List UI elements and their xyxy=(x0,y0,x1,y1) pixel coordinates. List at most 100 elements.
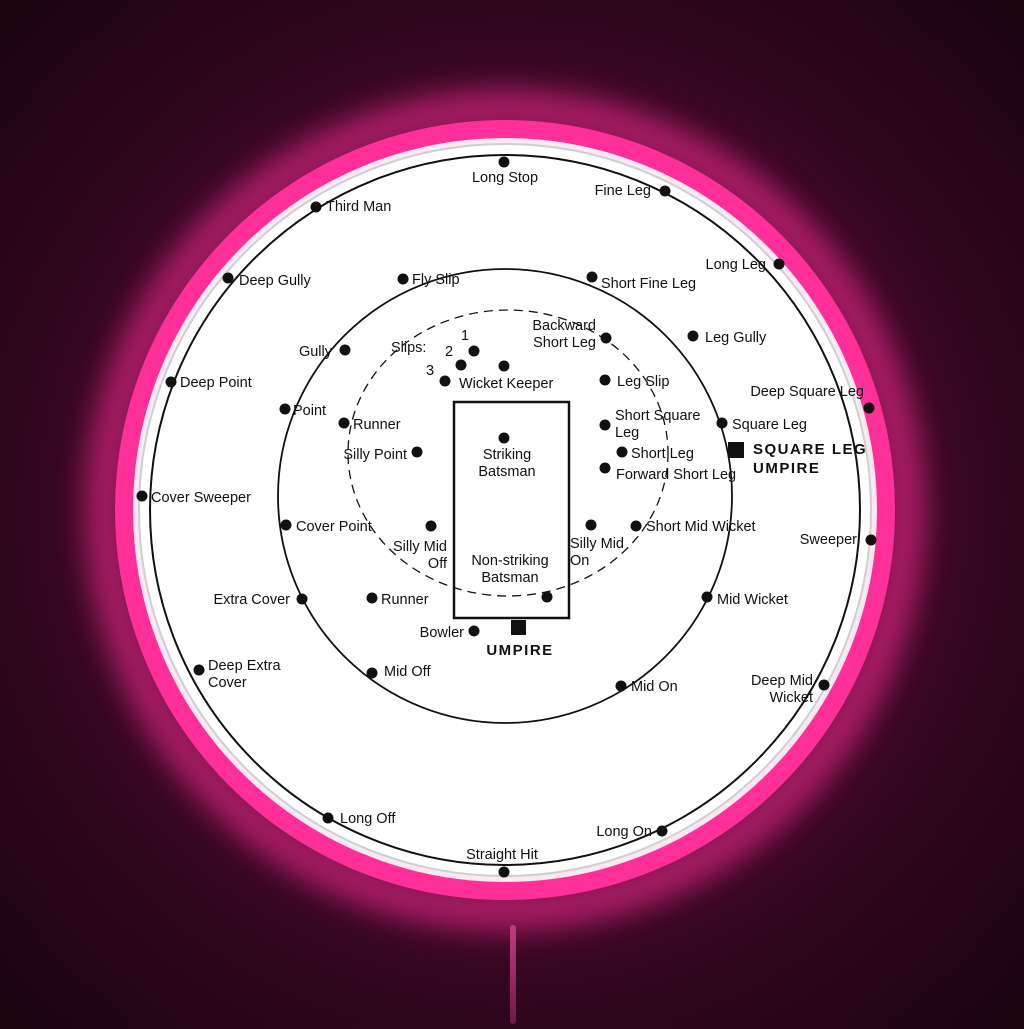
slip-2-number: 2 xyxy=(445,344,453,360)
striking-batsman-marker xyxy=(498,432,510,444)
extra-cover-label: Extra Cover xyxy=(213,592,290,608)
bowler-marker xyxy=(468,625,480,637)
long-off-marker xyxy=(322,812,334,824)
bowlers-end-umpire-label: UMPIRE xyxy=(486,642,553,659)
silly-point-label: Silly Point xyxy=(343,447,407,463)
cover-point-marker xyxy=(280,519,292,531)
long-on-marker xyxy=(656,825,668,837)
sweeper-marker xyxy=(865,534,877,546)
leg-gully-marker xyxy=(687,330,699,342)
deep-extra-cover-marker xyxy=(193,664,205,676)
backward-short-leg-marker xyxy=(600,332,612,344)
deep-gully-label: Deep Gully xyxy=(239,273,311,289)
third-man-label: Third Man xyxy=(326,199,391,215)
non-striking-batsman-marker xyxy=(541,591,553,603)
wicket-keeper-label: Wicket Keeper xyxy=(459,376,553,392)
slip-1-number: 1 xyxy=(461,328,469,344)
mid-on-marker xyxy=(615,680,627,692)
inner-circle xyxy=(277,268,733,724)
long-leg-marker xyxy=(773,258,785,270)
square-leg-label: Square Leg xyxy=(732,417,807,433)
short-square-leg-marker xyxy=(599,419,611,431)
third-man-marker xyxy=(310,201,322,213)
short-fine-leg-label: Short Fine Leg xyxy=(601,276,696,292)
long-stop-label: Long Stop xyxy=(472,170,538,186)
slips-label: Slips: xyxy=(391,340,426,356)
bowler-label: Bowler xyxy=(420,625,464,641)
runner-pitch-label: Runner xyxy=(381,592,429,608)
power-cable xyxy=(510,925,516,1024)
runner-off-label: Runner xyxy=(353,417,401,433)
leg-slip-label: Leg Slip xyxy=(617,374,669,390)
runner-pitch-marker xyxy=(366,592,378,604)
deep-point-marker xyxy=(165,376,177,388)
sweeper-label: Sweeper xyxy=(800,532,857,548)
point-marker xyxy=(279,403,291,415)
straight-hit-marker xyxy=(498,866,510,878)
cover-point-label: Cover Point xyxy=(296,519,372,535)
runner-off-marker xyxy=(338,417,350,429)
fine-leg-label: Fine Leg xyxy=(595,183,651,199)
slip-1-marker xyxy=(468,345,480,357)
silly-point-marker xyxy=(411,446,423,458)
mid-wicket-label: Mid Wicket xyxy=(717,592,788,608)
silly-mid-on-marker xyxy=(585,519,597,531)
close-field-circle xyxy=(347,309,669,597)
leg-slip-marker xyxy=(599,374,611,386)
leg-gully-label: Leg Gully xyxy=(705,330,767,346)
long-stop-marker xyxy=(498,156,510,168)
fly-slip-marker xyxy=(397,273,409,285)
deep-square-leg-label: Deep Square Leg xyxy=(750,384,864,400)
long-on-label: Long On xyxy=(596,824,652,840)
cover-sweeper-label: Cover Sweeper xyxy=(151,490,251,506)
square-leg-marker xyxy=(716,417,728,429)
gully-label: Gully xyxy=(299,344,333,360)
mid-off-marker xyxy=(366,667,378,679)
slip-3-marker xyxy=(439,375,451,387)
silly-mid-off-marker xyxy=(425,520,437,532)
forward-short-leg-marker xyxy=(599,462,611,474)
bowlers-end-umpire-marker xyxy=(511,620,526,635)
extra-cover-marker xyxy=(296,593,308,605)
mid-on-label: Mid On xyxy=(631,679,678,695)
fine-leg-marker xyxy=(659,185,671,197)
deep-point-label: Deep Point xyxy=(180,375,252,391)
fly-slip-label: Fly Slip xyxy=(412,272,460,288)
slip-3-number: 3 xyxy=(426,363,434,379)
short-mid-wicket-label: Short Mid Wicket xyxy=(646,519,756,535)
point-label: Point xyxy=(293,403,326,419)
boundary-line xyxy=(149,154,861,866)
neon-glow xyxy=(85,90,925,930)
short-mid-wicket-marker xyxy=(630,520,642,532)
slip-2-marker xyxy=(455,359,467,371)
long-off-label: Long Off xyxy=(340,811,396,827)
short-leg-label: Short Leg xyxy=(631,446,694,462)
forward-short-leg-label: Forward Short Leg xyxy=(616,467,736,483)
short-leg-marker xyxy=(616,446,628,458)
deep-square-leg-marker xyxy=(863,402,875,414)
pitch xyxy=(452,400,571,620)
wicket-keeper-marker xyxy=(498,360,510,372)
short-fine-leg-marker xyxy=(586,271,598,283)
mid-off-label: Mid Off xyxy=(384,664,431,680)
sign-face xyxy=(138,143,872,877)
mid-wicket-marker xyxy=(701,591,713,603)
gully-marker xyxy=(339,344,351,356)
straight-hit-label: Straight Hit xyxy=(466,847,538,863)
deep-gully-marker xyxy=(222,272,234,284)
deep-mid-wicket-marker xyxy=(818,679,830,691)
cover-sweeper-marker xyxy=(136,490,148,502)
long-leg-label: Long Leg xyxy=(706,257,766,273)
square-leg-umpire-marker xyxy=(728,442,744,458)
